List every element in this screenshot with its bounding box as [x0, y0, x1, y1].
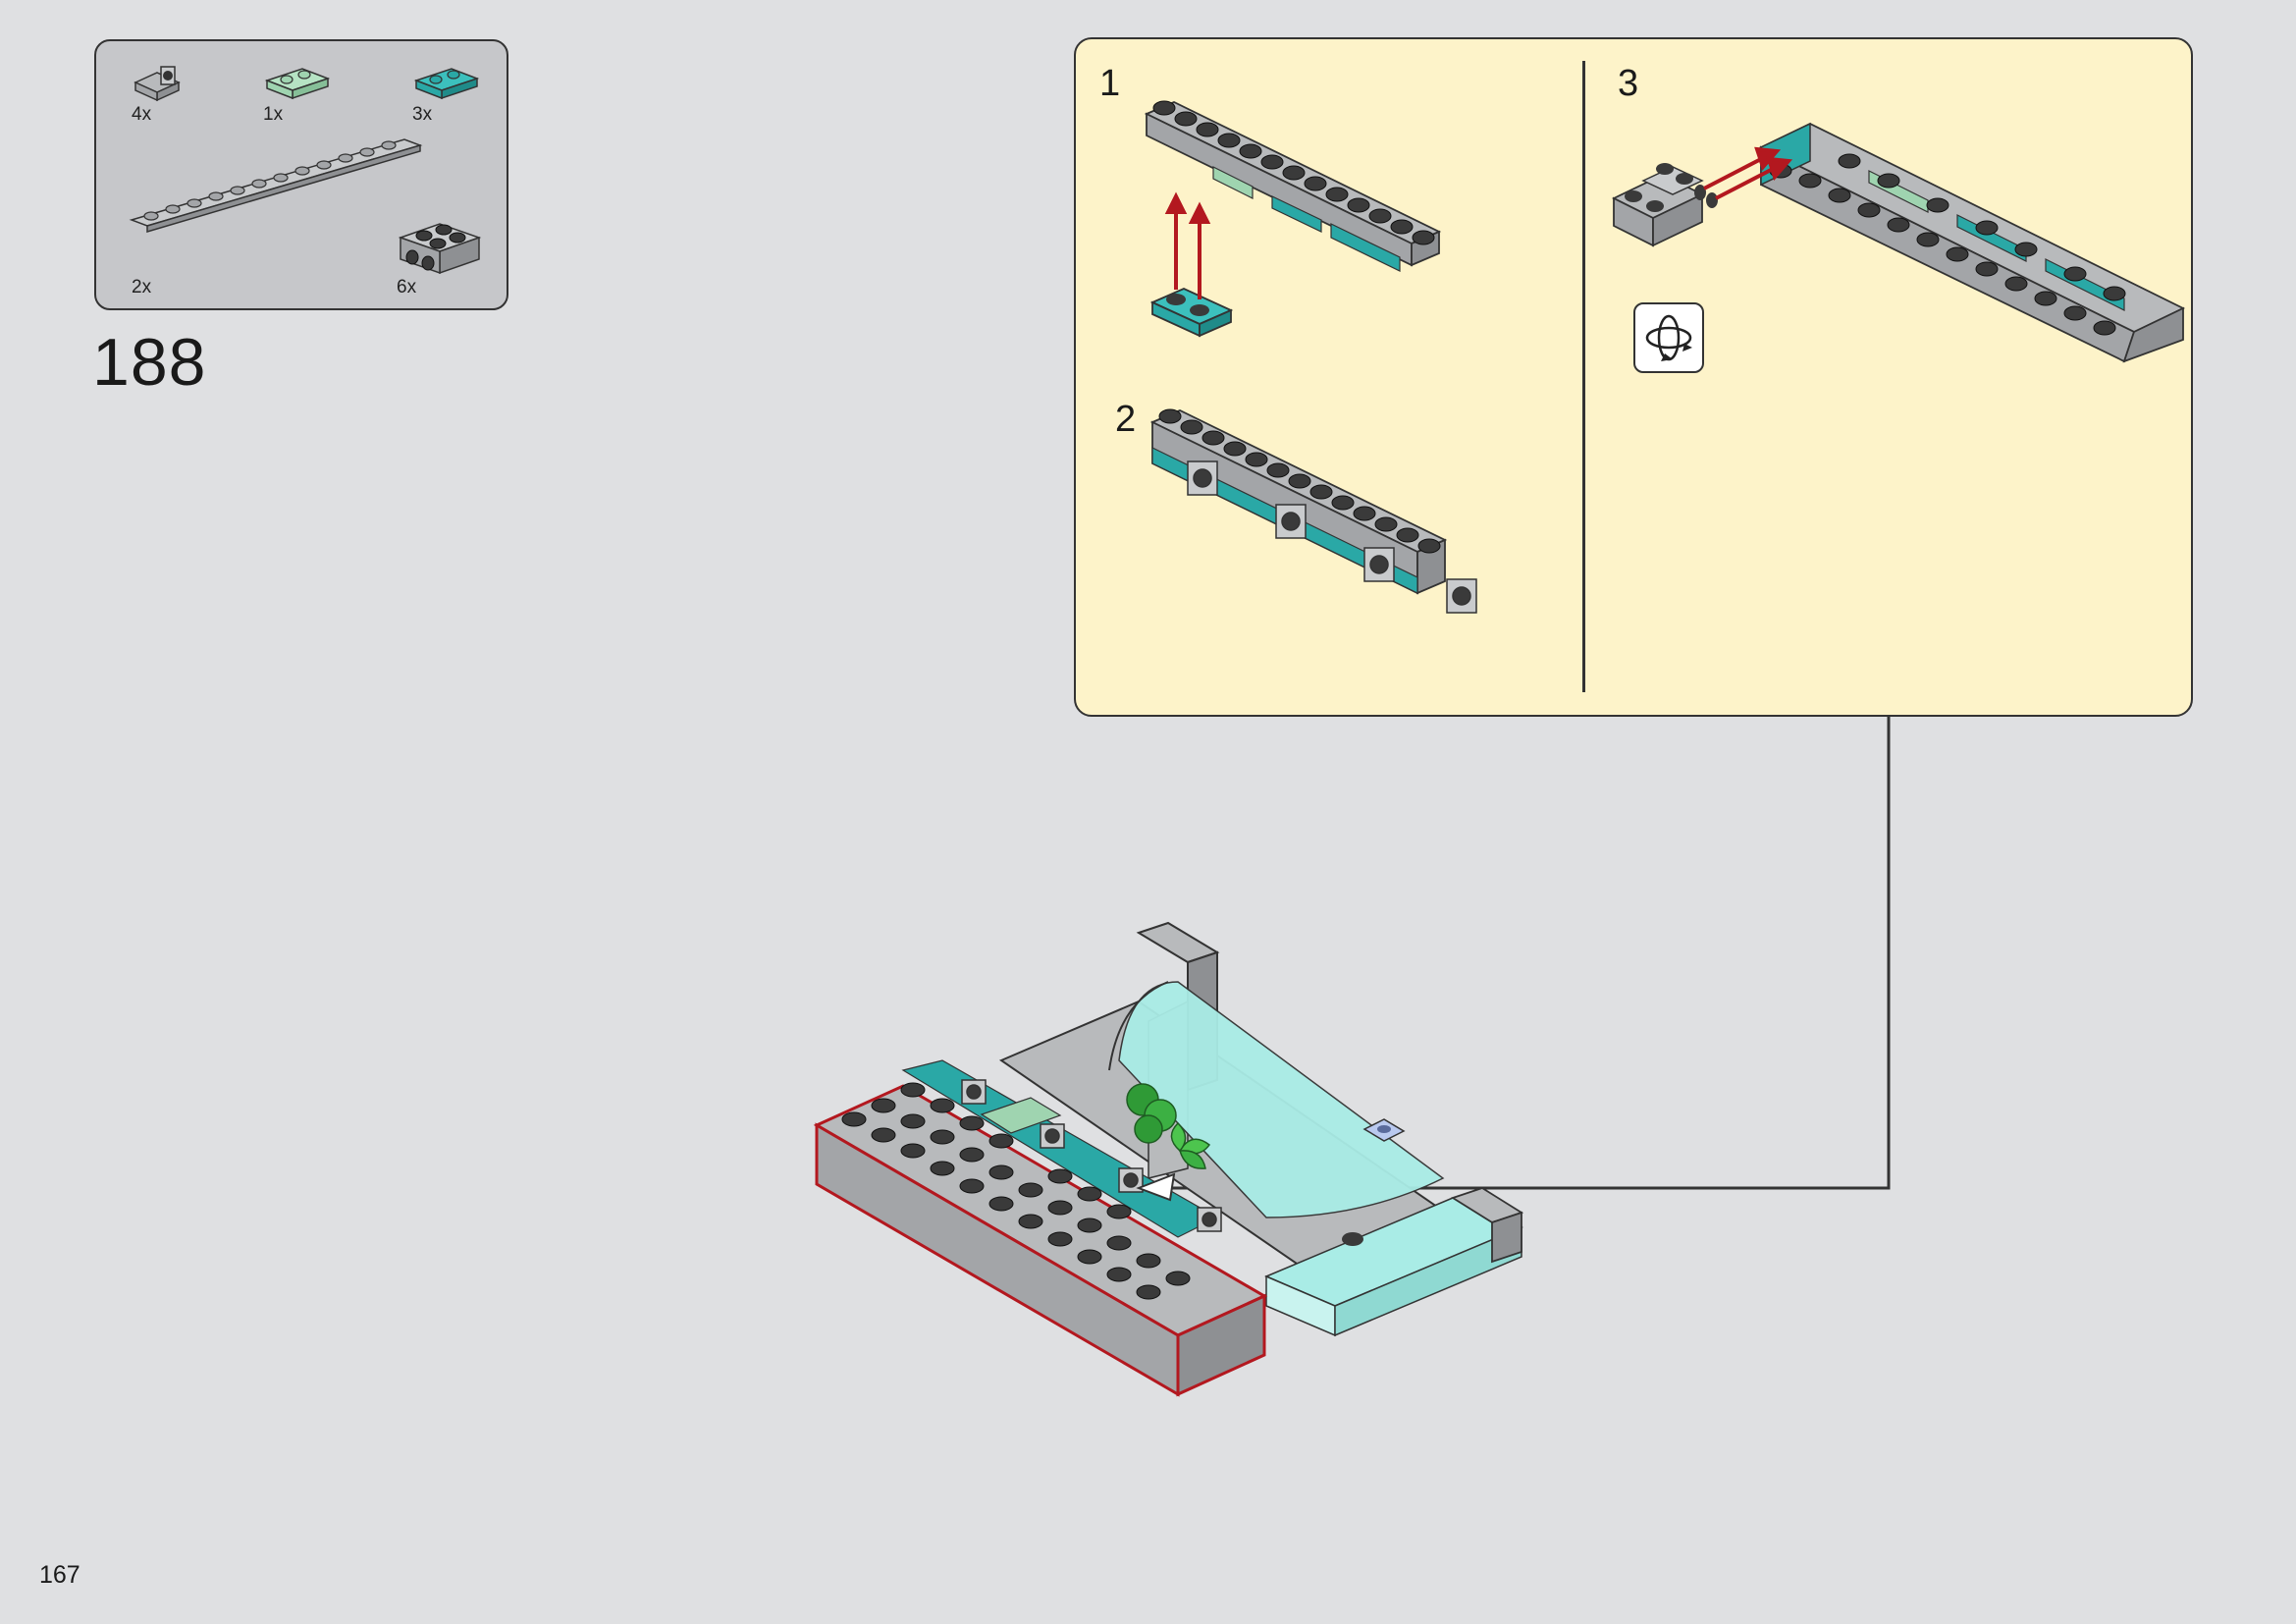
parts-list-box: 4x 1x 3x 2x — [94, 39, 508, 310]
long-plate-part-image — [129, 138, 423, 234]
part-qty: 3x — [412, 104, 433, 125]
callout-divider — [1582, 61, 1585, 692]
substep-label: 2 — [1115, 399, 1137, 440]
substep-3-illustration — [1611, 122, 2186, 363]
substep-2-illustration — [1149, 408, 1477, 614]
brick-side-studs-part-image — [398, 223, 482, 275]
main-model-illustration — [813, 921, 1524, 1397]
substep-callout-box: 1 2 3 — [1074, 37, 2193, 717]
part-qty: 2x — [132, 277, 152, 298]
page-number: 167 — [39, 1561, 80, 1589]
part-qty: 1x — [263, 104, 284, 125]
bracket-plate-part-image — [133, 66, 181, 102]
part-qty: 6x — [397, 277, 417, 298]
part-qty: 4x — [132, 104, 152, 125]
teal-plate-part-image — [413, 68, 480, 100]
substep-label: 3 — [1618, 63, 1639, 104]
rotate-model-icon — [1633, 302, 1704, 373]
substep-1-illustration — [1144, 100, 1442, 338]
step-number: 188 — [92, 325, 207, 400]
substep-label: 1 — [1099, 63, 1121, 104]
sand-green-plate-part-image — [264, 68, 331, 100]
